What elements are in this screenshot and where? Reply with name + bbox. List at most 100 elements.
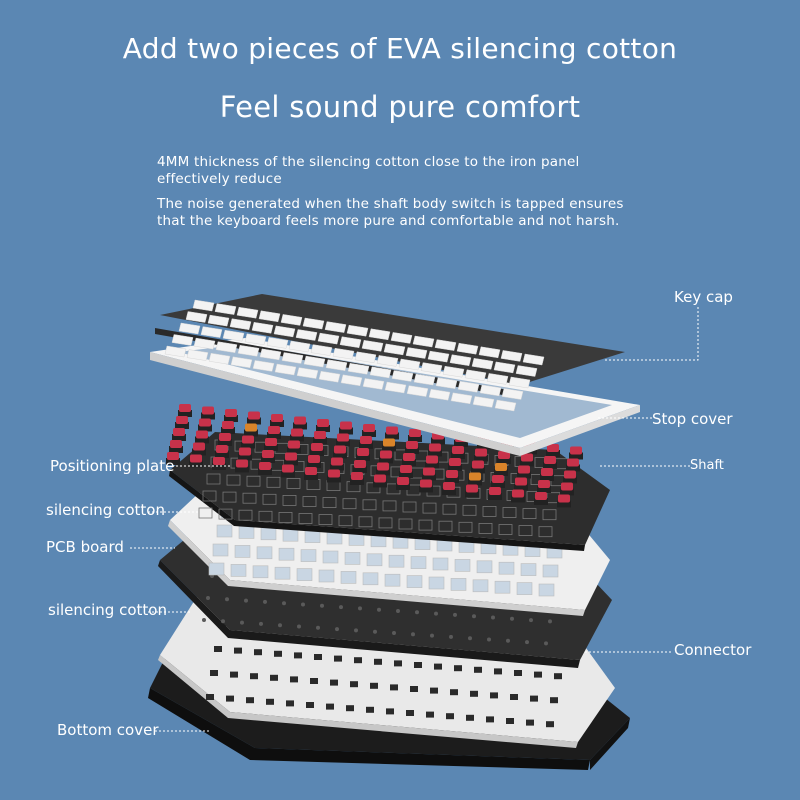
switch-base xyxy=(399,471,413,478)
cotton-hole xyxy=(366,553,383,567)
plate-hole xyxy=(266,476,281,488)
switch-stem xyxy=(170,440,182,448)
switches-layer xyxy=(166,404,583,508)
keycap xyxy=(472,396,495,408)
switch-base xyxy=(195,436,209,444)
switch-base xyxy=(514,483,528,491)
switch-base xyxy=(422,473,436,481)
pcb-hole xyxy=(297,624,301,629)
switch-stem xyxy=(239,447,251,456)
keycap xyxy=(420,362,443,374)
switch-base xyxy=(497,457,511,464)
keycap xyxy=(266,337,289,349)
switch-base xyxy=(534,498,548,505)
switch-base xyxy=(310,449,324,456)
pcb-hole xyxy=(377,607,381,612)
connector-dot xyxy=(310,678,318,684)
connector-dot xyxy=(430,687,438,694)
cotton-hole xyxy=(282,528,299,542)
keycap xyxy=(295,329,318,341)
cotton-hole xyxy=(234,545,251,558)
plate-hole xyxy=(458,521,473,533)
plate-hole xyxy=(218,508,233,520)
keycap xyxy=(185,311,208,323)
keycap xyxy=(450,392,473,405)
pcb-hole xyxy=(354,628,358,633)
switch-stem xyxy=(167,452,179,460)
switch-stem xyxy=(495,463,507,471)
switch-stem xyxy=(328,469,340,478)
switch-stem xyxy=(383,438,395,447)
connector-dot xyxy=(254,649,262,656)
connector-dot xyxy=(234,647,242,654)
switch-base xyxy=(385,432,399,440)
switch-base xyxy=(468,478,482,486)
switch-base xyxy=(425,461,439,469)
keycap xyxy=(230,356,253,369)
keycap xyxy=(368,328,391,341)
switch-stem xyxy=(294,416,306,425)
connector-dot xyxy=(410,686,418,692)
switch-stem xyxy=(469,472,481,481)
connector-dot xyxy=(214,646,222,652)
switch-base xyxy=(178,410,192,417)
switch-stem xyxy=(377,462,389,471)
switch-base xyxy=(540,474,554,481)
keycap xyxy=(296,367,319,379)
cotton-hole xyxy=(340,571,357,584)
switch-stem xyxy=(202,406,214,415)
keycap xyxy=(478,346,501,359)
switch-stem xyxy=(386,426,398,435)
label-bottom-cover: Bottom cover xyxy=(57,721,159,739)
switch-base xyxy=(287,446,301,454)
pcb-hole xyxy=(202,618,206,622)
keycap xyxy=(456,342,479,355)
cotton-hole xyxy=(520,563,537,576)
keycap xyxy=(376,355,399,367)
switch-base xyxy=(419,485,433,493)
keycap xyxy=(244,333,267,346)
description-2: The noise generated when the shaft body … xyxy=(157,196,624,229)
switch-stem xyxy=(492,475,504,483)
plate-hole xyxy=(438,520,453,532)
switch-stem xyxy=(245,423,257,432)
connector-dot xyxy=(406,710,414,716)
switch-stem xyxy=(400,465,412,473)
switch-stem xyxy=(360,436,372,444)
switch-stem xyxy=(380,450,392,459)
pcb-hole xyxy=(263,599,267,604)
switch-base xyxy=(333,451,347,459)
switch-stem xyxy=(426,455,438,464)
plate-hole xyxy=(478,523,493,534)
switch-stem xyxy=(567,458,579,467)
switch-base xyxy=(241,441,255,449)
switch-stem xyxy=(449,458,461,466)
cotton-hole xyxy=(432,557,449,571)
switch-stem xyxy=(190,454,202,463)
connector-dot xyxy=(526,719,534,726)
pcb-hole xyxy=(544,641,548,646)
switch-base xyxy=(379,456,393,464)
plate-hole xyxy=(282,494,297,506)
switch-base xyxy=(267,432,281,439)
switch-base xyxy=(166,458,180,465)
plate-hole xyxy=(422,502,437,514)
keycap xyxy=(362,378,385,390)
switch-stem xyxy=(544,456,556,464)
label-connector: Connector xyxy=(674,641,752,659)
switch-stem xyxy=(512,489,524,498)
switch-base xyxy=(454,440,468,447)
switch-stem xyxy=(265,438,277,446)
switch-stem xyxy=(374,474,386,483)
label-shaft: Shaft xyxy=(690,458,724,473)
switch-base xyxy=(212,463,226,470)
keycap xyxy=(207,314,230,327)
plate-hole xyxy=(398,518,413,530)
cotton-hole xyxy=(318,569,335,583)
pcb-hole xyxy=(506,638,510,643)
switch-base xyxy=(474,454,488,462)
pcb-hole xyxy=(434,611,438,616)
switch-base xyxy=(339,427,353,435)
plate-hole xyxy=(338,515,353,527)
cotton-hole xyxy=(384,573,401,587)
